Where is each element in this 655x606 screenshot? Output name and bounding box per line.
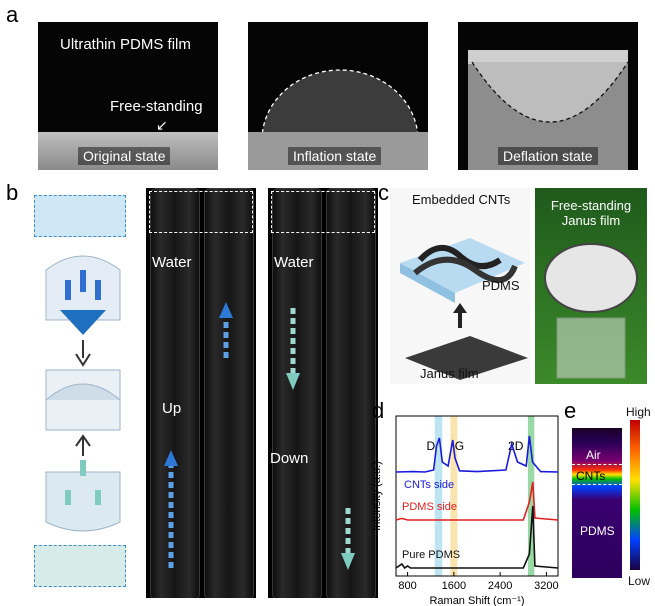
mouse-schematic-bottom [34,545,126,587]
water-label-down: Water [274,254,314,271]
low-label: Low [628,574,651,588]
deflation-cup [468,50,629,170]
band-label-1: G [455,439,464,453]
arrow-icon: ↙ [156,117,168,133]
panel-label-a: a [6,2,19,27]
tube-pair-up: Water Up [146,188,256,598]
state-label-inflation: Inflation state [288,147,382,165]
air-label: Air [586,448,601,462]
up-label: Up [162,400,182,417]
x-tick-label-0: 800 [398,580,416,592]
janus-schematic: Embedded CNTs PDMS Janus film [390,188,530,384]
photo-original-state: Ultrathin PDMS film Free-standing ↙ Orig… [38,22,218,170]
panel-label-e: e [564,398,577,423]
photo-deflation-state: Deflation state [458,22,638,170]
photo-inflation-state: Inflation state [248,22,428,170]
panel-label-b: b [6,180,19,205]
high-label: High [626,405,651,419]
g-band [450,416,458,576]
state-label-original: Original state [78,147,171,165]
state-label-deflation: Deflation state [498,147,598,165]
tube-pair-down: Water Down [268,188,378,598]
janus-film-photo: Free-standing Janus film [535,188,647,384]
actuator-schematic [45,255,121,532]
y-axis-label: Intensity (a.u.) [371,461,383,531]
series-label-2: Pure PDMS [402,549,460,561]
series-line-1 [395,481,559,521]
water-label-up: Water [152,254,192,271]
up-arrows [164,302,233,568]
embedded-cnts-label: Embedded CNTs [412,192,511,207]
free-standing-janus-label: Free-standing Janus film [550,198,632,228]
janus-film-label: Janus film [420,366,479,381]
d-band [434,416,443,576]
series-label-0: CNTs side [404,479,454,491]
cnt-film-diagram [400,238,528,380]
free-standing-label: Free-standing [110,98,203,115]
series-label-1: PDMS side [402,501,457,513]
pdms-label-c: PDMS [482,278,520,293]
raman-map: Air CNTs PDMS [572,428,622,578]
band-label-0: D [426,439,435,453]
inflation-dome [248,69,428,170]
series-line-2 [395,505,559,570]
mouse-schematic-top [34,195,126,237]
x-axis-label: Raman Shift (cm⁻¹) [429,595,524,606]
down-arrows [286,308,355,570]
plot-frame [395,415,559,577]
series-line-0 [395,435,559,473]
janus-film-jar [544,243,638,379]
cnts-label: CNTs [576,469,606,483]
ultrathin-pdms-title: Ultrathin PDMS film [60,36,191,53]
beaker-rim [38,132,218,170]
panel-label-c: c [378,180,389,205]
x-tick-label-2: 2400 [488,580,512,592]
pdms-label-e: PDMS [580,524,615,538]
x-tick-label-3: 3200 [534,580,558,592]
panel-label-d: d [372,398,385,423]
down-label: Down [270,450,309,467]
x-tick-label-1: 1600 [442,580,466,592]
colorbar [630,420,640,570]
